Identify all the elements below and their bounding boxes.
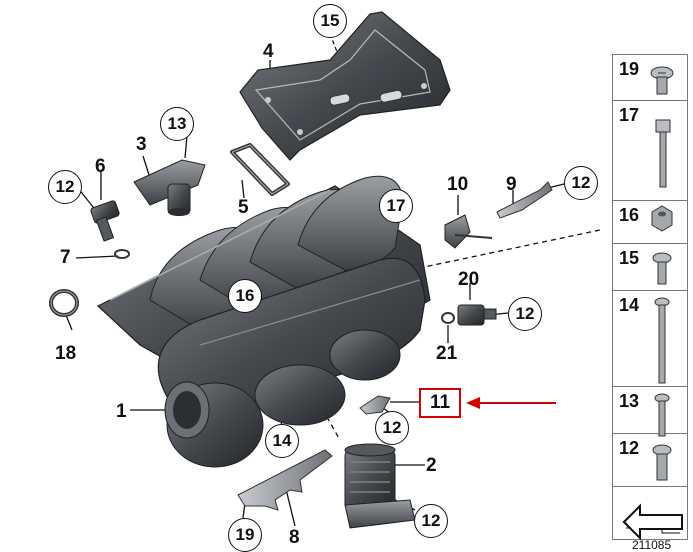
callout-12-left[interactable]: 12	[48, 170, 82, 204]
callout-8[interactable]: 8	[289, 527, 300, 548]
callout-13[interactable]: 13	[160, 107, 194, 141]
gasket-ring	[230, 143, 290, 196]
document-number: 211085	[632, 538, 672, 552]
callout-7[interactable]: 7	[60, 247, 71, 268]
sidebar-item-12[interactable]: 12	[612, 433, 688, 487]
valve-2	[344, 443, 416, 529]
callout-5[interactable]: 5	[238, 197, 249, 218]
sidebar-item-label: 17	[619, 105, 640, 125]
sidebar-item-label: 15	[619, 248, 640, 268]
sidebar-item-15[interactable]: 15	[612, 243, 688, 291]
callout-14[interactable]: 14	[265, 424, 299, 458]
callout-6[interactable]: 6	[95, 156, 106, 177]
sidebar-item-13[interactable]: 13	[612, 386, 688, 434]
callout-10[interactable]: 10	[447, 174, 469, 195]
sidebar-item-14[interactable]: 14	[612, 290, 688, 387]
sensor-20	[457, 304, 497, 326]
callout-1[interactable]: 1	[116, 401, 127, 422]
intake-manifold	[96, 175, 431, 468]
sidebar-item-label: 19	[619, 59, 640, 79]
o-ring-7	[114, 249, 130, 259]
sidebar-item-label: 12	[619, 438, 640, 458]
bracket-9	[496, 181, 553, 219]
callout-15[interactable]: 15	[313, 4, 347, 38]
o-ring-21	[441, 312, 455, 324]
actuator-motor	[133, 159, 206, 216]
callout-12-bottom[interactable]: 12	[414, 504, 448, 538]
valve-10	[444, 214, 493, 249]
callout-2[interactable]: 2	[426, 455, 437, 476]
callout-11-highlighted[interactable]: 11	[419, 388, 461, 418]
sidebar-item-19[interactable]: 19	[612, 54, 688, 101]
callout-21[interactable]: 21	[436, 343, 458, 364]
upper-cover-plate	[239, 11, 451, 161]
callout-17[interactable]: 17	[379, 189, 413, 223]
callout-18[interactable]: 18	[55, 343, 77, 364]
callout-20[interactable]: 20	[458, 269, 480, 290]
sidebar-item-16[interactable]: 16	[612, 200, 688, 244]
sidebar-item-label: 16	[619, 205, 640, 225]
callout-12-upper-right[interactable]: 12	[564, 166, 598, 200]
highlight-arrow	[466, 397, 556, 409]
callout-3[interactable]: 3	[136, 134, 147, 155]
sidebar-item-label: 14	[619, 295, 640, 315]
sidebar-legend-arrow	[612, 486, 688, 540]
callout-9[interactable]: 9	[506, 174, 517, 195]
clip-11	[359, 395, 391, 415]
callout-4[interactable]: 4	[263, 41, 274, 62]
sidebar-item-17[interactable]: 17	[612, 100, 688, 201]
callout-12-right[interactable]: 12	[508, 297, 542, 331]
callout-16[interactable]: 16	[228, 279, 262, 313]
sidebar-item-label: 13	[619, 391, 640, 411]
sensor-6	[90, 200, 120, 242]
callout-12-center[interactable]: 12	[375, 411, 409, 445]
bracket-8	[237, 449, 333, 511]
callout-19[interactable]: 19	[228, 518, 262, 552]
